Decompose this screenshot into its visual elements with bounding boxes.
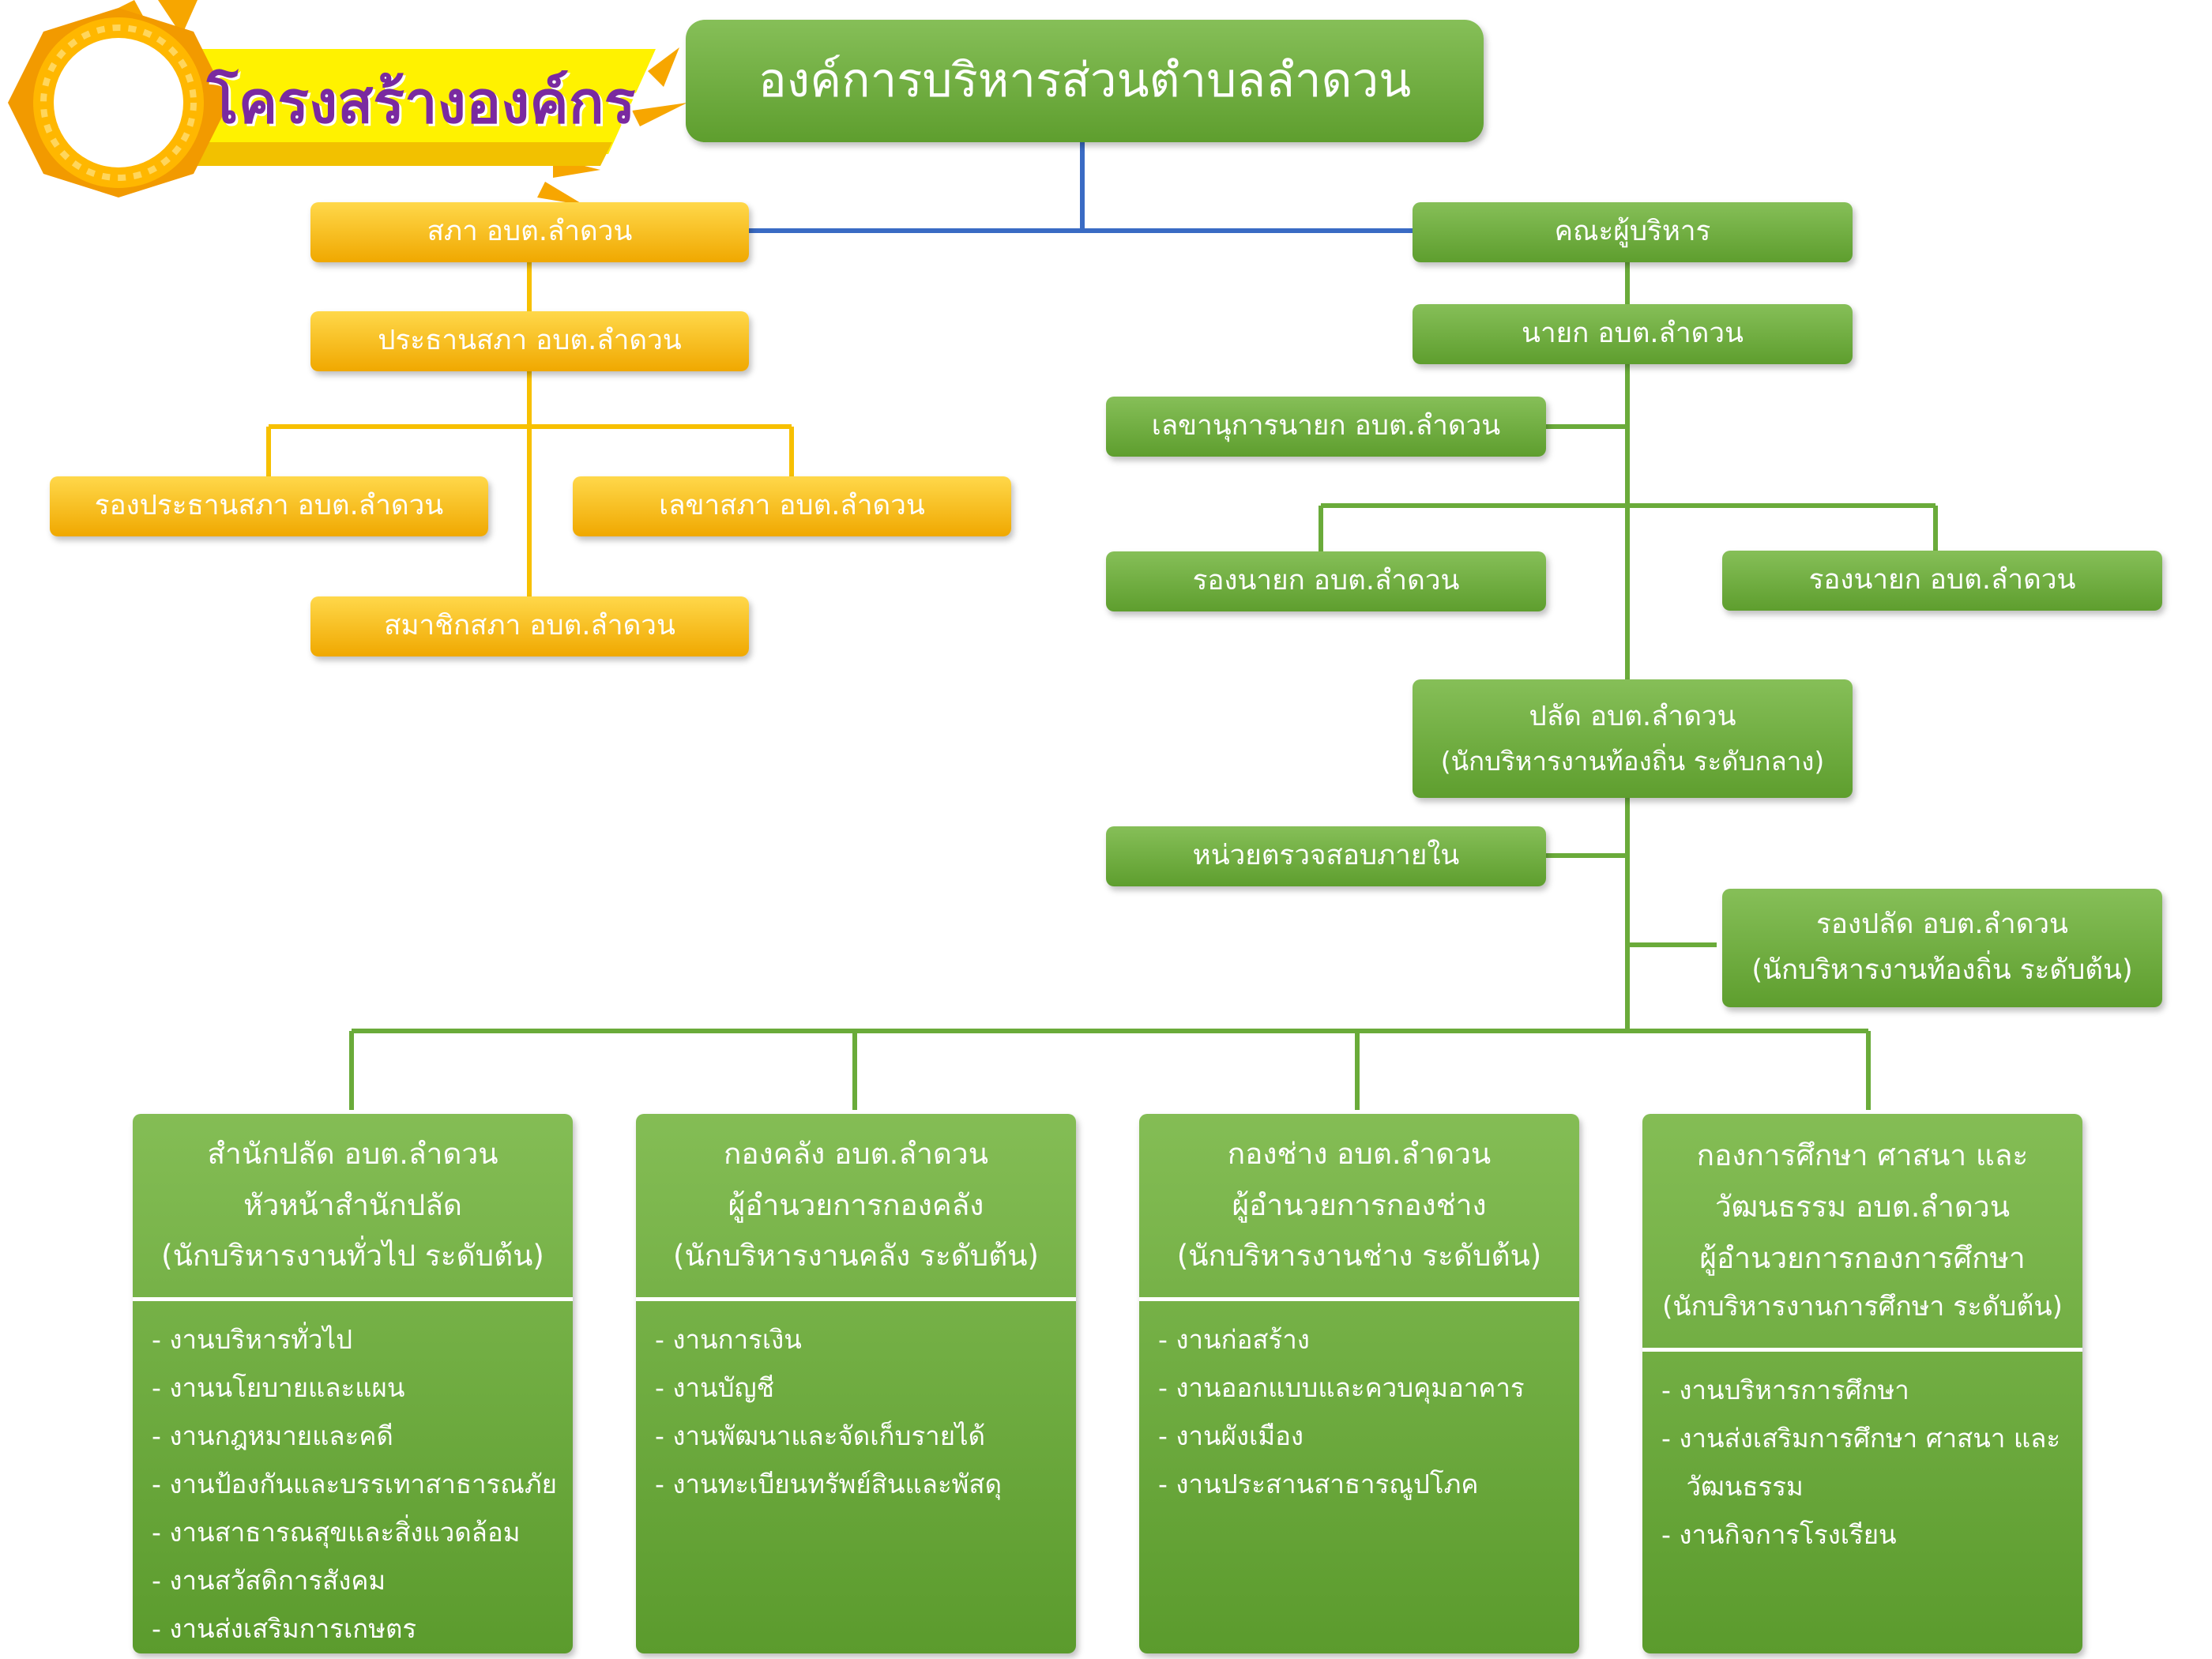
department-title: กองการศึกษา ศาสนา และ xyxy=(1696,1138,2029,1173)
deputy-clerk-sub-label: (นักบริหารงานท้องถิ่น ระดับต้น) xyxy=(1751,954,2133,986)
council-member-label: สมาชิกสภา อบต.ลำดวน xyxy=(384,610,675,642)
task-item: - งานบริหารการศึกษา xyxy=(1661,1375,1909,1405)
department-head: กองช่าง อบต.ลำดวน ผู้อำนวยการกองช่าง (นั… xyxy=(1139,1114,1579,1301)
clerk-label: ปลัด อบต.ลำดวน xyxy=(1529,700,1736,732)
deputy-mayor-right-label: รองนายก อบต.ลำดวน xyxy=(1808,564,2076,596)
department-head-level: (นักบริหารงานช่าง ระดับต้น) xyxy=(1176,1239,1542,1273)
internal-audit-label: หน่วยตรวจสอบภายใน xyxy=(1192,840,1460,872)
department-head-level: (นักบริหารงานการศึกษา ระดับต้น) xyxy=(1662,1291,2063,1323)
clerk-sub-label: (นักบริหารงานท้องถิ่น ระดับกลาง) xyxy=(1440,746,1825,777)
department-head: กองคลัง อบต.ลำดวน ผู้อำนวยการกองคลัง (นั… xyxy=(636,1114,1076,1301)
department-task-list: - งานบริหารการศึกษา - งานส่งเสริมการศึกษ… xyxy=(1642,1352,2082,1559)
mayor-label: นายก อบต.ลำดวน xyxy=(1522,318,1744,350)
council-vice-chair-box: รองประธานสภา อบต.ลำดวน xyxy=(50,476,488,536)
department-head-title: ผู้อำนวยการกองคลัง xyxy=(728,1187,984,1222)
task-item: - งานประสานสาธารณูปโภค xyxy=(1158,1469,1479,1499)
deputy-mayor-right-box: รองนายก อบต.ลำดวน xyxy=(1722,551,2162,611)
task-item: - งานบัญชี xyxy=(655,1372,775,1403)
mayor-secretary-label: เลขานุการนายก อบต.ลำดวน xyxy=(1151,410,1501,442)
department-task-list: - งานก่อสร้าง - งานออกแบบและควบคุมอาคาร … xyxy=(1139,1301,1579,1508)
task-item: - งานพัฒนาและจัดเก็บรายได้ xyxy=(655,1420,986,1451)
department-head: สำนักปลัด อบต.ลำดวน หัวหน้าสำนักปลัด (นั… xyxy=(133,1114,573,1301)
badge-title: โครงสร้างองค์กร xyxy=(207,69,636,137)
department-head-title: ผู้อำนวยการกองช่าง xyxy=(1232,1187,1487,1222)
department-task-list: - งานบริหารทั่วไป - งานนโยบายและแผน - งา… xyxy=(133,1301,573,1653)
deputy-clerk-box: รองปลัด อบต.ลำดวน (นักบริหารงานท้องถิ่น … xyxy=(1722,889,2162,1007)
department-head-level: (นักบริหารงานทั่วไป ระดับต้น) xyxy=(161,1239,544,1273)
council-chair-box: ประธานสภา อบต.ลำดวน xyxy=(310,311,749,371)
task-item: - งานนโยบายและแผน xyxy=(152,1372,405,1403)
task-item: วัฒนธรรม xyxy=(1661,1471,1804,1502)
department-box-3: กองช่าง อบต.ลำดวน ผู้อำนวยการกองช่าง (นั… xyxy=(1139,1114,1579,1653)
department-task-list: - งานการเงิน - งานบัญชี - งานพัฒนาและจัด… xyxy=(636,1301,1076,1508)
department-title: กองช่าง อบต.ลำดวน xyxy=(1227,1136,1492,1171)
council-vice-chair-label: รองประธานสภา อบต.ลำดวน xyxy=(94,490,444,522)
task-item: - งานออกแบบและควบคุมอาคาร xyxy=(1158,1372,1525,1403)
department-box-4: กองการศึกษา ศาสนา และ วัฒนธรรม อบต.ลำดวน… xyxy=(1642,1114,2082,1653)
deputy-mayor-left-label: รองนายก อบต.ลำดวน xyxy=(1192,565,1460,597)
clerk-box: ปลัด อบต.ลำดวน (นักบริหารงานท้องถิ่น ระด… xyxy=(1413,679,1853,798)
org-title: องค์การบริหารส่วนตำบลลำดวน xyxy=(686,20,1484,142)
department-head-level: (นักบริหารงานคลัง ระดับต้น) xyxy=(673,1239,1039,1273)
org-title-text: องค์การบริหารส่วนตำบลลำดวน xyxy=(758,53,1412,108)
council-box: สภา อบต.ลำดวน xyxy=(310,202,749,262)
department-head-title: ผู้อำนวยการกองการศึกษา xyxy=(1699,1240,2026,1275)
task-item: - งานสวัสดิการสังคม xyxy=(152,1565,386,1596)
mayor-secretary-box: เลขานุการนายก อบต.ลำดวน xyxy=(1106,397,1546,457)
council-member-box: สมาชิกสภา อบต.ลำดวน xyxy=(310,596,749,656)
task-item: - งานทะเบียนทรัพย์สินและพัสดุ xyxy=(655,1469,1003,1499)
department-box-2: กองคลัง อบต.ลำดวน ผู้อำนวยการกองคลัง (นั… xyxy=(636,1114,1076,1653)
mayor-box: นายก อบต.ลำดวน xyxy=(1413,304,1853,364)
department-title: สำนักปลัด อบต.ลำดวน xyxy=(207,1136,498,1171)
council-secretary-box: เลขาสภา อบต.ลำดวน xyxy=(573,476,1011,536)
task-item: - งานบริหารทั่วไป xyxy=(152,1324,353,1355)
deputy-mayor-left-box: รองนายก อบต.ลำดวน xyxy=(1106,551,1546,611)
internal-audit-box: หน่วยตรวจสอบภายใน xyxy=(1106,826,1546,886)
badge-graphic xyxy=(8,0,687,205)
council-secretary-label: เลขาสภา อบต.ลำดวน xyxy=(659,490,925,522)
task-item: - งานส่งเสริมการศึกษา ศาสนา และ xyxy=(1661,1423,2061,1454)
executive-board-box: คณะผู้บริหาร xyxy=(1413,202,1853,262)
task-item: - งานกิจการโรงเรียน xyxy=(1661,1519,1897,1550)
department-title-cont: วัฒนธรรม อบต.ลำดวน xyxy=(1714,1189,2011,1224)
department-box-1: สำนักปลัด อบต.ลำดวน หัวหน้าสำนักปลัด (นั… xyxy=(133,1114,573,1653)
task-item: - งานผังเมือง xyxy=(1158,1420,1304,1451)
department-title: กองคลัง อบต.ลำดวน xyxy=(724,1136,988,1171)
council-chair-label: ประธานสภา อบต.ลำดวน xyxy=(378,325,682,357)
task-item: - งานป้องกันและบรรเทาสาธารณภัย xyxy=(152,1469,557,1499)
executive-board-label: คณะผู้บริหาร xyxy=(1554,216,1711,248)
task-item: - งานส่งเสริมการเกษตร xyxy=(152,1613,417,1644)
deputy-clerk-label: รองปลัด อบต.ลำดวน xyxy=(1816,908,2068,941)
task-item: - งานกฎหมายและคดี xyxy=(152,1420,393,1451)
department-head-title: หัวหน้าสำนักปลัด xyxy=(243,1187,462,1222)
department-head: กองการศึกษา ศาสนา และ วัฒนธรรม อบต.ลำดวน… xyxy=(1642,1114,2082,1352)
task-item: - งานก่อสร้าง xyxy=(1158,1324,1310,1355)
council-label: สภา อบต.ลำดวน xyxy=(427,216,633,248)
task-item: - งานการเงิน xyxy=(655,1324,802,1355)
task-item: - งานสาธารณสุขและสิ่งแวดล้อม xyxy=(152,1517,521,1548)
